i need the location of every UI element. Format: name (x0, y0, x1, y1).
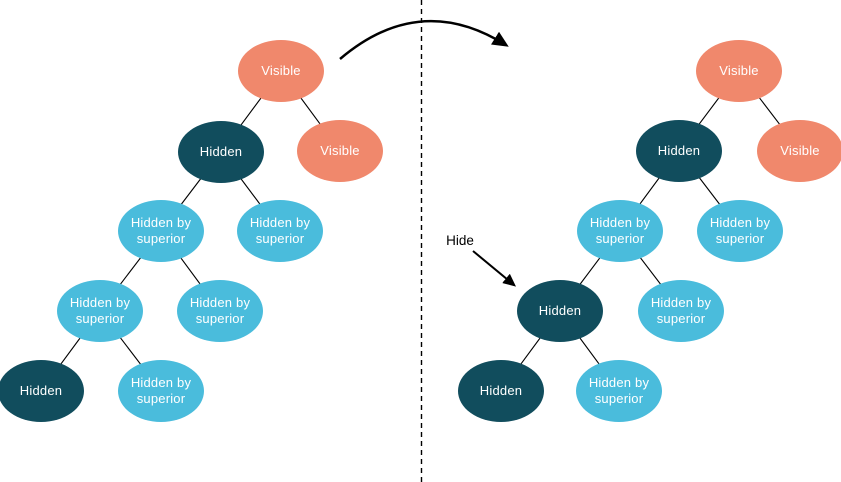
tree-node-hidden-by-superior: Hidden by superior (237, 200, 323, 262)
tree-node-visible: Visible (696, 40, 782, 102)
tree-node-hidden-by-superior: Hidden by superior (118, 360, 204, 422)
tree-node-visible: Visible (757, 120, 841, 182)
tree-node-hidden: Hidden (636, 120, 722, 182)
tree-node-hidden-by-superior: Hidden by superior (177, 280, 263, 342)
tree-node-hidden: Hidden (178, 121, 264, 183)
tree-node-visible: Visible (238, 40, 324, 102)
hide-label: Hide (446, 233, 474, 248)
tree-node-hidden: Hidden (0, 360, 84, 422)
tree-node-hidden-by-superior: Hidden by superior (576, 360, 662, 422)
tree-node-hidden-by-superior: Hidden by superior (697, 200, 783, 262)
tree-node-hidden-by-superior: Hidden by superior (118, 200, 204, 262)
tree-node-hidden-by-superior: Hidden by superior (577, 200, 663, 262)
tree-node-hidden: Hidden (517, 280, 603, 342)
tree-node-hidden-by-superior: Hidden by superior (638, 280, 724, 342)
tree-node-hidden: Hidden (458, 360, 544, 422)
tree-node-visible: Visible (297, 120, 383, 182)
transition-arrow (339, 19, 509, 60)
hide-arrow (472, 250, 517, 287)
tree-node-hidden-by-superior: Hidden by superior (57, 280, 143, 342)
